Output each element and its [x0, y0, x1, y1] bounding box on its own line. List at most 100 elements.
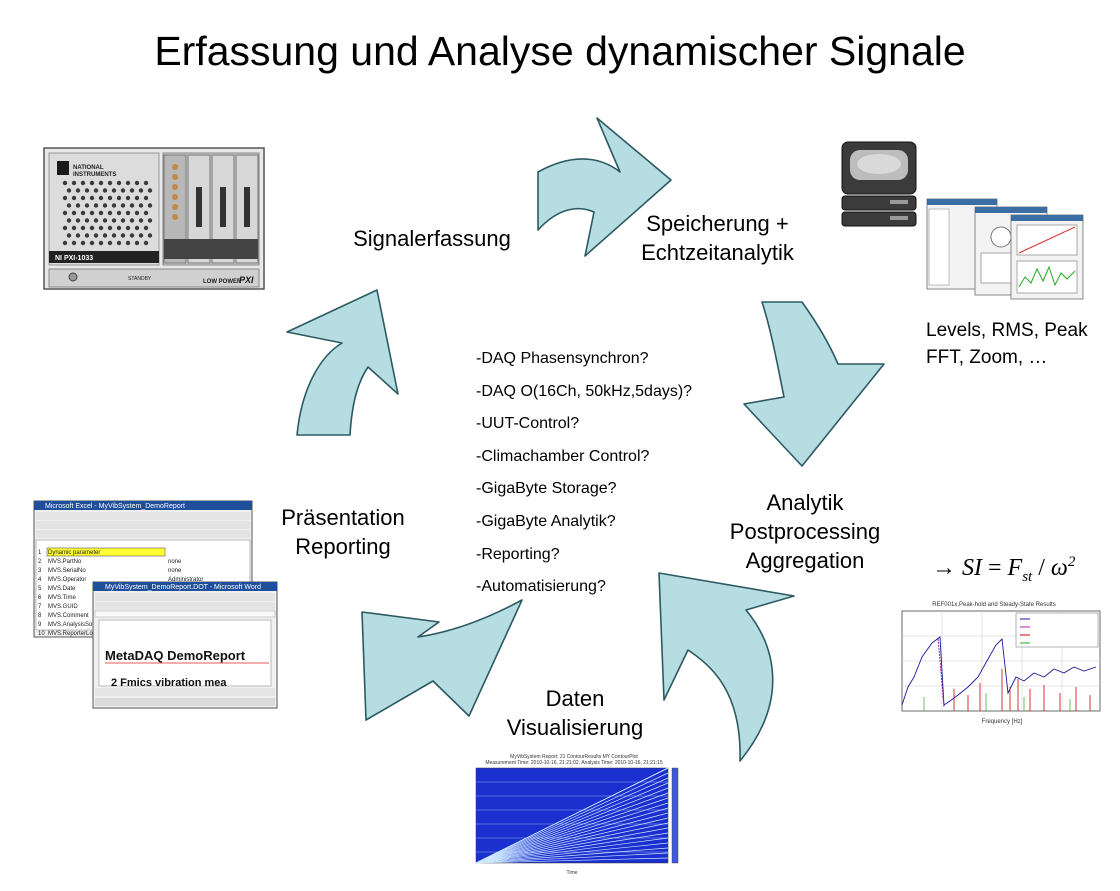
spectrogram-order-line	[475, 832, 669, 864]
word-title: MyVibSystem_DemoReport.DOT - Microsoft W…	[105, 584, 261, 591]
spectrogram-order-line	[475, 777, 669, 864]
excel-row-key: MVS.Date	[48, 586, 76, 592]
standby-label: STANDBY	[128, 276, 152, 282]
chassis-model: NI PXI-1033	[55, 255, 93, 262]
stage-daten: Daten Visualisierung	[475, 684, 675, 742]
formula-omega: ω	[1050, 555, 1068, 581]
power-button-icon	[68, 272, 78, 282]
formula-eq: =	[982, 555, 1008, 581]
spectrogram-order-line	[475, 852, 669, 864]
spectrogram-title-2: Measurement Time: 2010-10-16, 21:21:02, …	[485, 760, 663, 766]
question-item: -DAQ O(16Ch, 50kHz,5days)?	[476, 382, 693, 400]
stage-analytik: Analytik Postprocessing Aggregation	[700, 488, 910, 575]
excel-row-key: MVS.GUID	[48, 604, 78, 610]
question-item: -GigaByte Storage?	[476, 480, 617, 498]
ni-brand-line2: INSTRUMENTS	[73, 172, 116, 178]
stage-praesentation-line2: Reporting	[295, 534, 391, 559]
excel-row-num: 3	[38, 568, 42, 574]
pxi-chassis-image: /* holes drawn below */ NATIONAL INSTRUM…	[43, 147, 265, 290]
excel-row-num: 2	[38, 559, 42, 565]
pxi-label: PXI	[239, 275, 254, 285]
stage-speicherung: Speicherung + Echtzeitanalytik	[600, 209, 835, 267]
spectrogram-xlabel: Time	[567, 870, 578, 876]
question-item: -DAQ Phasensynchron?	[476, 350, 649, 367]
report-windows-image: Microsoft Excel - MyVibSystem_DemoReport…	[33, 500, 278, 709]
spectrogram-order-line	[475, 847, 669, 864]
question-item: -UUT-Control?	[476, 415, 580, 433]
stage-daten-line1: Daten	[545, 686, 605, 711]
excel-row-num: 4	[38, 577, 42, 583]
spectrogram-order-line	[475, 817, 669, 864]
metrics-line2: FFT, Zoom, …	[926, 347, 1048, 368]
peak-hold-plot-image: REF001x,Peak-hold and Steady-State Resul…	[884, 597, 1106, 733]
question-item: -Automatisierung?	[476, 578, 606, 596]
excel-row-key: MVS.Time	[48, 595, 76, 601]
stage-daten-line2: Visualisierung	[506, 715, 644, 740]
metrics-line1: Levels, RMS, Peak	[926, 320, 1088, 341]
arrow-top	[537, 117, 672, 257]
excel-row-num: 10	[38, 631, 45, 637]
excel-row-num: 7	[38, 604, 42, 610]
page-title: Erfassung und Analyse dynamischer Signal…	[154, 28, 966, 74]
spectrogram-order-line	[475, 842, 669, 864]
excel-row-num: 5	[38, 586, 42, 592]
stage-speicherung-line1: Speicherung +	[646, 211, 789, 236]
spectrogram-order-line	[475, 782, 669, 864]
spectrogram-order-line	[475, 802, 669, 864]
spectrogram-order-line	[475, 807, 669, 864]
excel-row-value: Administrator	[168, 577, 203, 583]
spectrogram-image: MyVibSystem Report: 21 ContourResults MY…	[462, 752, 687, 877]
spectrogram-order-line	[475, 792, 669, 864]
formula: → SI = Fst / ω2	[932, 554, 1075, 586]
spectrogram-order-line	[475, 857, 669, 864]
arrow-bottom-left	[361, 599, 523, 721]
excel-row-key: MVS.ReporterLo	[48, 631, 93, 637]
excel-row-key: MVS.Comment	[48, 613, 89, 619]
peak-plot-title: REF001x,Peak-hold and Steady-State Resul…	[932, 602, 1055, 608]
word-subheading: 2 Fmics vibration mea	[111, 677, 227, 689]
excel-row-num: 1	[38, 550, 42, 556]
excel-row-num: 6	[38, 595, 42, 601]
peak-plot-xlabel: Frequency [Hz]	[982, 719, 1023, 725]
ni-brand-line1: NATIONAL	[73, 165, 104, 171]
question-item: -Reporting?	[476, 545, 560, 563]
stage-analytik-line3: Aggregation	[745, 548, 865, 573]
excel-row-value: none	[168, 568, 182, 574]
stage-speicherung-line2: Echtzeitanalytik	[641, 240, 794, 265]
question-list: -DAQ Phasensynchron? -DAQ O(16Ch, 50kHz,…	[476, 343, 692, 604]
spectrogram-order-line	[475, 827, 669, 864]
stage-analytik-line2: Postprocessing	[729, 519, 881, 544]
arrow-right	[743, 301, 885, 467]
low-power-label: LOW POWER	[203, 279, 242, 285]
formula-sub: st	[1022, 568, 1033, 585]
spectrogram-order-line	[475, 767, 669, 864]
formula-div: /	[1032, 555, 1051, 581]
excel-row-key: MVS.Operator	[48, 577, 86, 583]
stage-praesentation-line1: Präsentation	[281, 505, 405, 530]
excel-row-key: MVS.AnalysisSo	[48, 622, 93, 628]
excel-row-key: MVS.SerialNo	[48, 568, 86, 574]
question-item: -GigaByte Analytik?	[476, 512, 616, 530]
stage-signalerfassung: Signalerfassung	[332, 224, 532, 253]
spectrogram-order-line	[475, 797, 669, 864]
word-heading: MetaDAQ DemoReport	[105, 648, 246, 663]
stage-analytik-line1: Analytik	[766, 490, 844, 515]
spectrogram-title-1: MyVibSystem Report: 21 ContourResults MY…	[510, 754, 638, 760]
vent-grille	[62, 180, 153, 246]
metrics-text: Levels, RMS, Peak FFT, Zoom, …	[926, 317, 1088, 371]
excel-row-key: MVS.PartNo	[48, 559, 82, 565]
spectrogram-order-line	[475, 837, 669, 864]
formula-arrow: →	[932, 555, 956, 581]
formula-sup: 2	[1067, 554, 1076, 570]
spectrogram-order-line	[475, 812, 669, 864]
excel-row-num: 8	[38, 613, 42, 619]
server-stack-icon	[841, 141, 917, 227]
excel-title: Microsoft Excel - MyVibSystem_DemoReport	[45, 503, 185, 510]
excel-row-num: 9	[38, 622, 42, 628]
stage-signalerfassung-label: Signalerfassung	[353, 226, 511, 251]
excel-row-value: none	[168, 559, 182, 565]
excel-row-key: Dynamic parameter	[48, 550, 100, 556]
formula-f: F	[1007, 555, 1023, 581]
ni-logo-icon	[57, 161, 69, 175]
